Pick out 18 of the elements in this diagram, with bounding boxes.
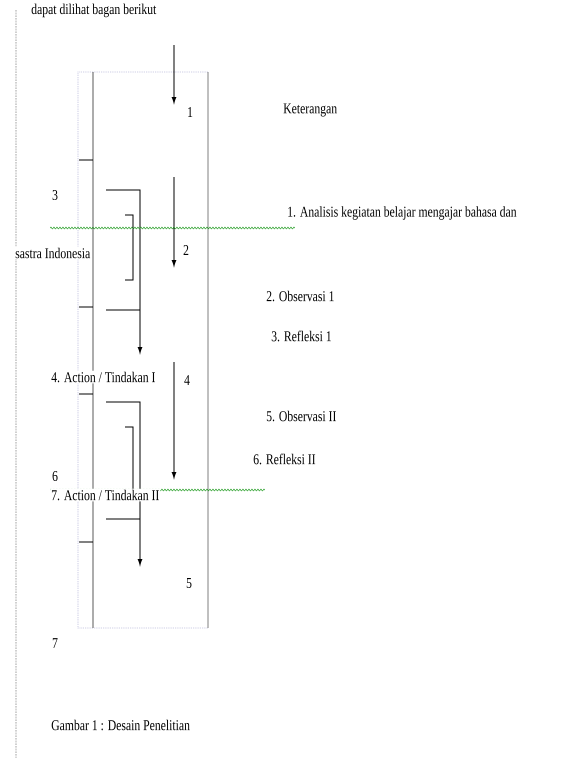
- step-number: 1: [188, 107, 192, 117]
- step-number: 2: [184, 245, 188, 255]
- step-number: 4: [184, 375, 190, 385]
- step-number: 3: [52, 190, 58, 200]
- list-item: 1. Analisis kegiatan belajar mengajar bahasa dan: [288, 206, 516, 220]
- paragraph-text: dapat dilihat bagan berikut: [32, 4, 156, 18]
- caption: Gambar 1 : Desain Penelitian: [52, 720, 190, 730]
- list-item: sastra Indonesia: [16, 248, 90, 258]
- list-item: 2. Observasi 1: [266, 290, 334, 302]
- list-item: 4. Action / Tindakan I: [51, 372, 155, 382]
- step-number: 7: [52, 638, 58, 648]
- list-item: 6. Refleksi II: [254, 454, 316, 464]
- step-number: 5: [186, 578, 192, 588]
- list-item: 7. Action / Tindakan II: [52, 490, 159, 500]
- list-item: 5. Observasi II: [266, 410, 336, 422]
- step-number: 6: [52, 470, 58, 482]
- list-item: 3. Refleksi 1: [272, 330, 331, 342]
- heading: Keterangan: [284, 103, 337, 117]
